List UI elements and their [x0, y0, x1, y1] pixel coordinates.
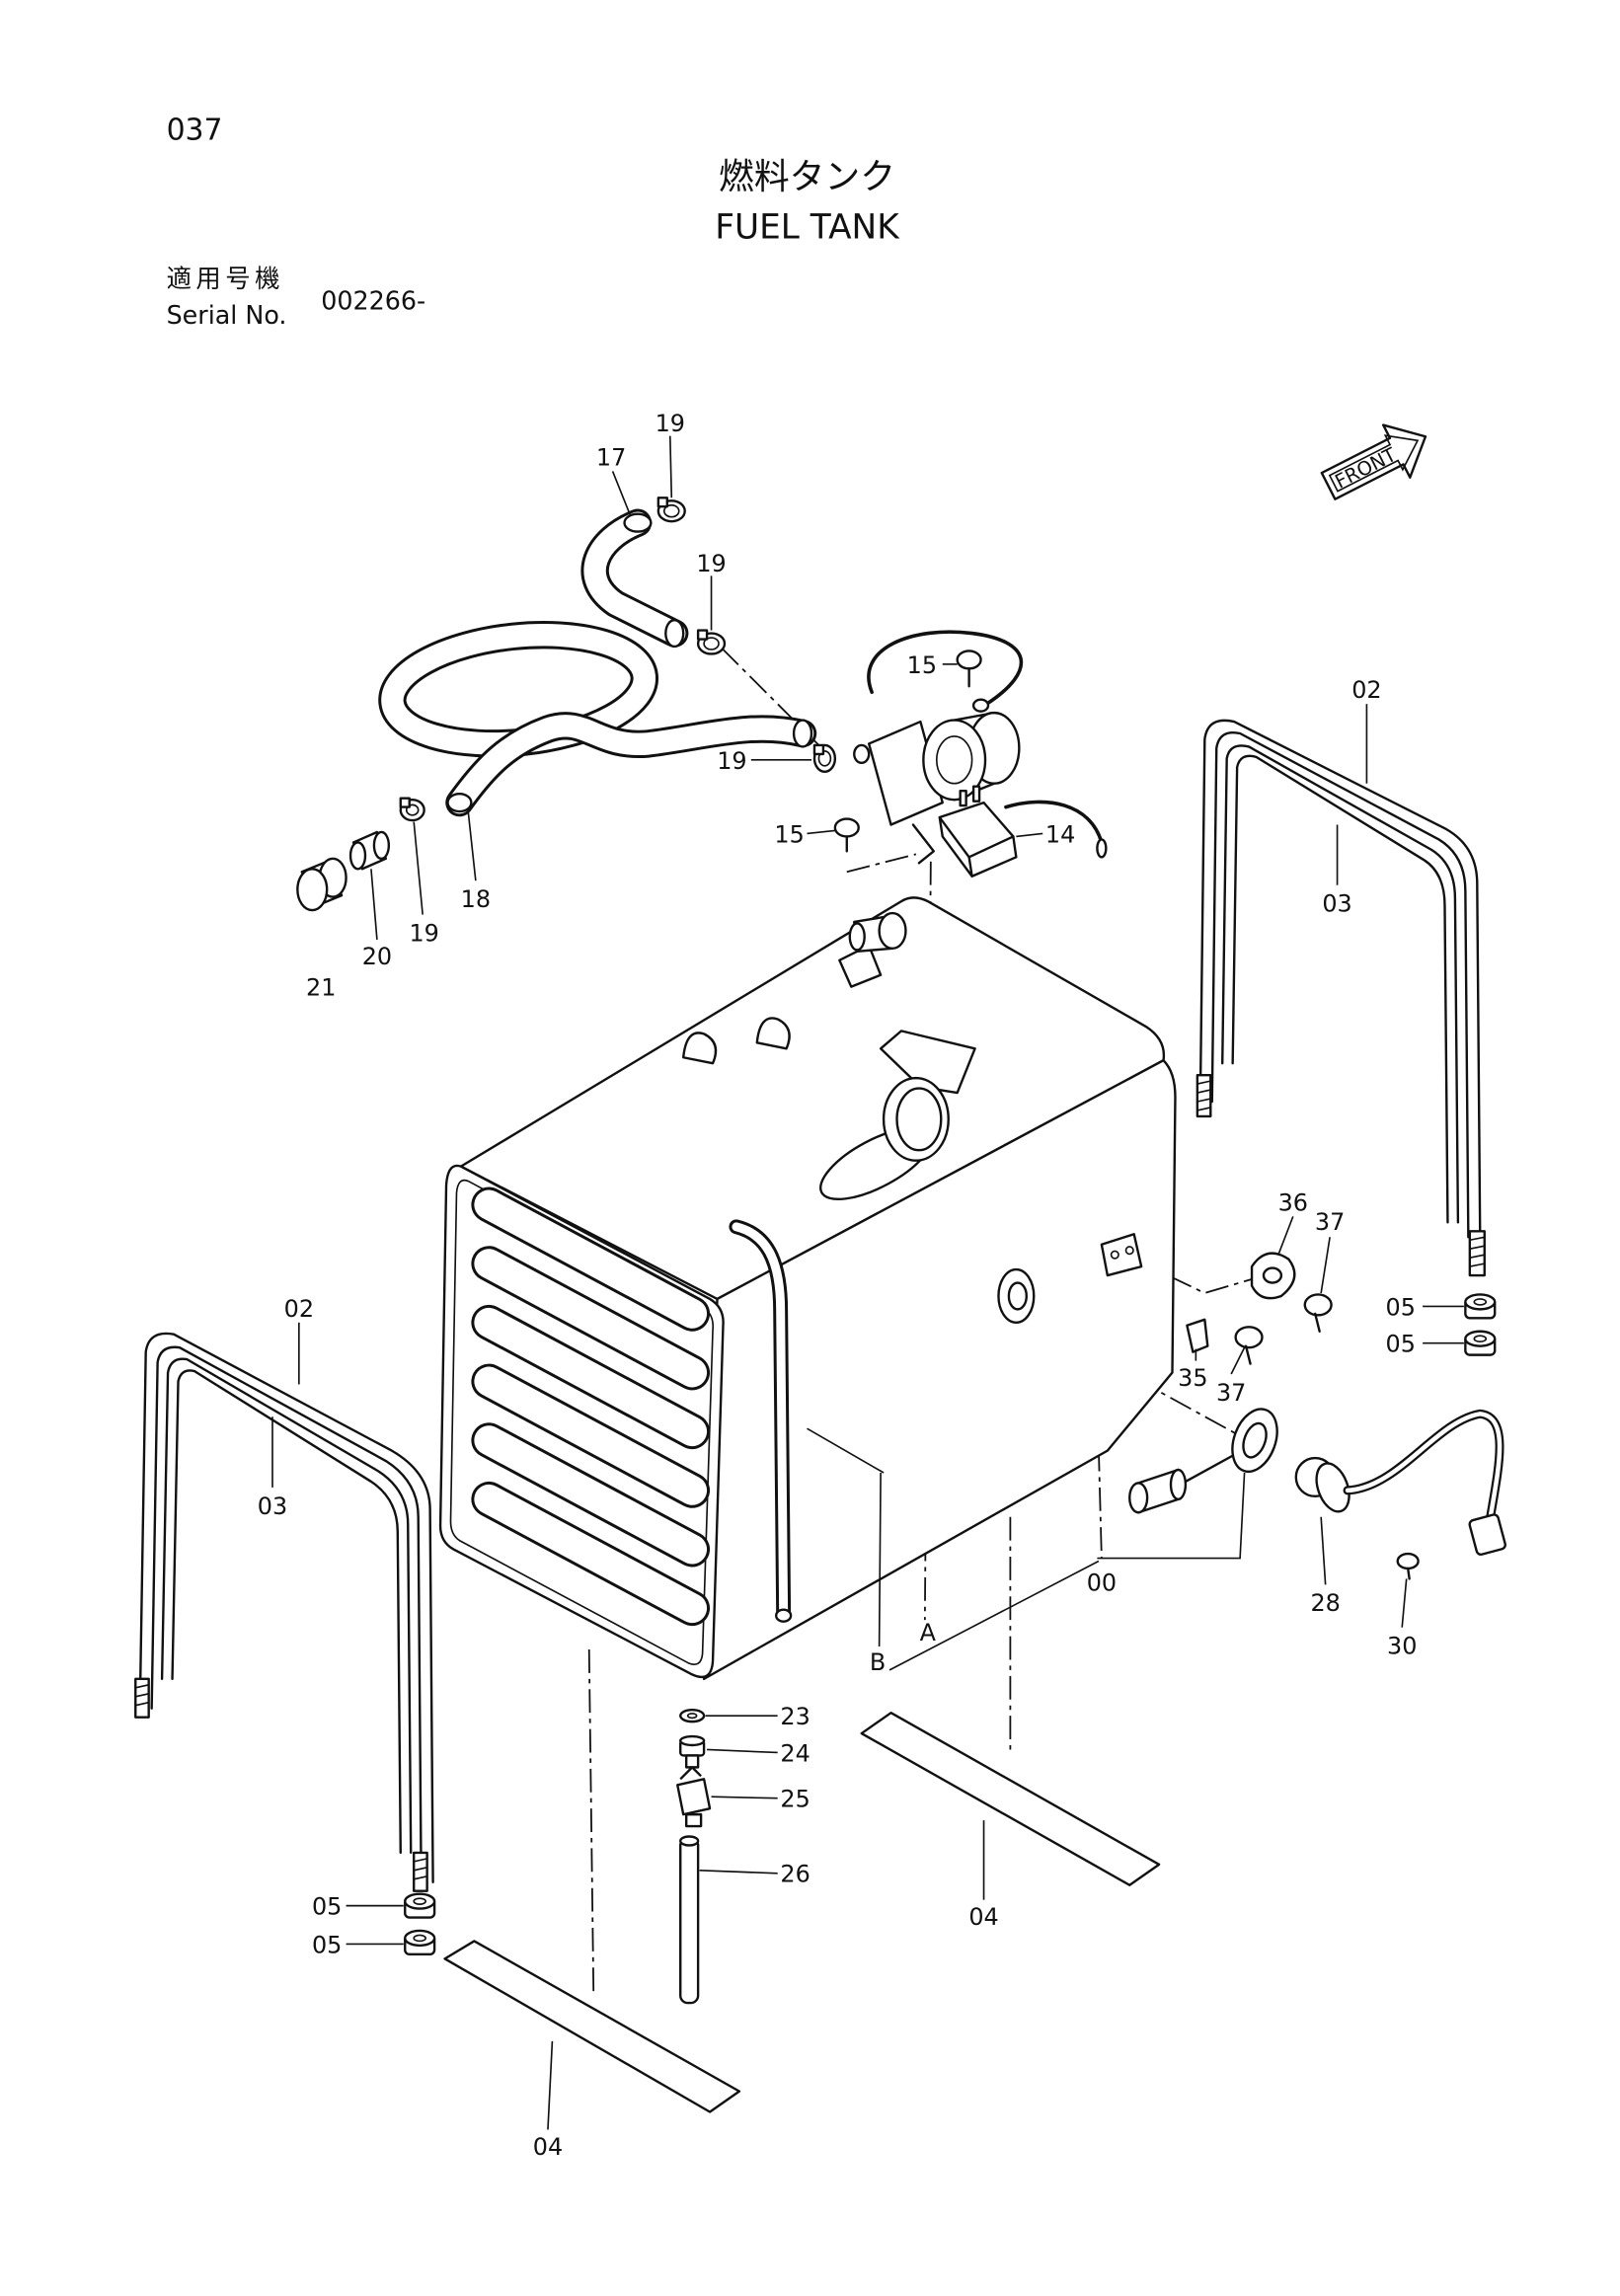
callout-18: 18 [461, 885, 491, 913]
bracket-35 [1186, 1318, 1209, 1353]
pad-right [860, 1711, 1161, 1886]
callout-14: 14 [1045, 820, 1075, 848]
lifting-eye [682, 1032, 718, 1065]
lifting-eye [755, 1017, 791, 1050]
callout-03: 03 [258, 1492, 287, 1520]
nut-05 [404, 1929, 436, 1956]
level-sensor [1128, 1408, 1506, 1556]
callout-37: 37 [1315, 1208, 1345, 1236]
frame-right [1196, 719, 1486, 1277]
threaded-end [1196, 1073, 1486, 1277]
bolt-37 [1234, 1326, 1264, 1365]
clamp-19 [696, 629, 727, 655]
callout-04: 04 [968, 1903, 998, 1931]
bolt-15 [956, 650, 982, 688]
serial-label-english: Serial No. [167, 300, 287, 330]
callout-26: 26 [780, 1861, 810, 1888]
callout-25: 25 [780, 1786, 810, 1813]
callout-21: 21 [306, 974, 336, 1002]
drain-pipe [679, 1835, 700, 2005]
clamp-36 [1250, 1252, 1296, 1300]
serial-number-value: 002266- [321, 285, 425, 315]
pump-box-14 [938, 785, 1018, 878]
section-mark-a: A [920, 1619, 937, 1646]
callout-15: 15 [774, 820, 804, 848]
frame-left [134, 1332, 434, 1892]
clamp-19 [812, 743, 837, 773]
hose-17 [595, 514, 684, 649]
bracket-plate [1100, 1233, 1143, 1277]
drain-washer [679, 1708, 706, 1723]
bolt-15 [833, 817, 860, 853]
tank-top-face [459, 896, 1166, 1301]
breather-fitting [838, 911, 907, 988]
nut-05 [404, 1892, 436, 1919]
front-arrow-icon: FRONT [1320, 423, 1427, 500]
callout-02: 02 [284, 1295, 314, 1323]
tank-ribs [471, 1186, 711, 1627]
section-mark-b: B [870, 1648, 886, 1676]
callout-17: 17 [596, 443, 626, 471]
callout-05: 05 [1386, 1331, 1416, 1358]
callout-02: 02 [1351, 676, 1381, 704]
title-japanese: 燃料タンク [719, 157, 895, 197]
pump-wire [867, 630, 1108, 859]
callout-labels: 19 17 19 15 02 19 15 14 18 03 19 20 21 3… [258, 410, 1418, 2161]
callout-03: 03 [1322, 890, 1351, 918]
callout-19: 19 [409, 919, 438, 947]
nut-05 [1464, 1293, 1497, 1320]
callout-37: 37 [1216, 1379, 1246, 1407]
callout-20: 20 [362, 943, 392, 970]
clamp-19 [399, 797, 425, 822]
hose-18 [448, 721, 811, 812]
callout-05: 05 [1386, 1293, 1416, 1321]
drain-cock [676, 1766, 712, 1828]
callout-05: 05 [312, 1893, 342, 1921]
fuel-pump [853, 711, 1021, 865]
callout-04: 04 [533, 2133, 563, 2161]
title-english: FUEL TANK [715, 208, 900, 248]
callout-19: 19 [717, 747, 746, 775]
bolt-37 [1303, 1293, 1333, 1333]
drain-nipple [679, 1734, 706, 1769]
nut-05 [1464, 1330, 1497, 1356]
flange [997, 1267, 1036, 1324]
callout-35: 35 [1178, 1364, 1207, 1392]
callout-19: 19 [696, 550, 726, 577]
connector [1468, 1513, 1506, 1556]
filler-cap [818, 1030, 976, 1201]
clamp-19 [656, 497, 686, 523]
callout-19: 19 [656, 410, 685, 437]
callout-00: 00 [1087, 1569, 1117, 1596]
tank-side-face [702, 1059, 1177, 1681]
leader-lines [271, 435, 1464, 2130]
pad-left [443, 1940, 741, 2113]
callout-23: 23 [780, 1703, 810, 1730]
threaded-end [134, 1677, 428, 1892]
tank-pipe [736, 1227, 793, 1623]
callout-15: 15 [907, 651, 937, 679]
callout-24: 24 [780, 1739, 810, 1767]
callout-28: 28 [1310, 1589, 1340, 1617]
serial-label-japanese: 適用号機 [167, 264, 284, 293]
coupling-20 [348, 830, 391, 871]
fuel-tank [438, 896, 1177, 1681]
page-number: 037 [167, 114, 223, 148]
cap-21 [296, 857, 347, 912]
callout-36: 36 [1278, 1188, 1308, 1216]
callout-05: 05 [312, 1931, 342, 1958]
bolt-30 [1396, 1552, 1420, 1580]
callout-30: 30 [1387, 1632, 1417, 1659]
